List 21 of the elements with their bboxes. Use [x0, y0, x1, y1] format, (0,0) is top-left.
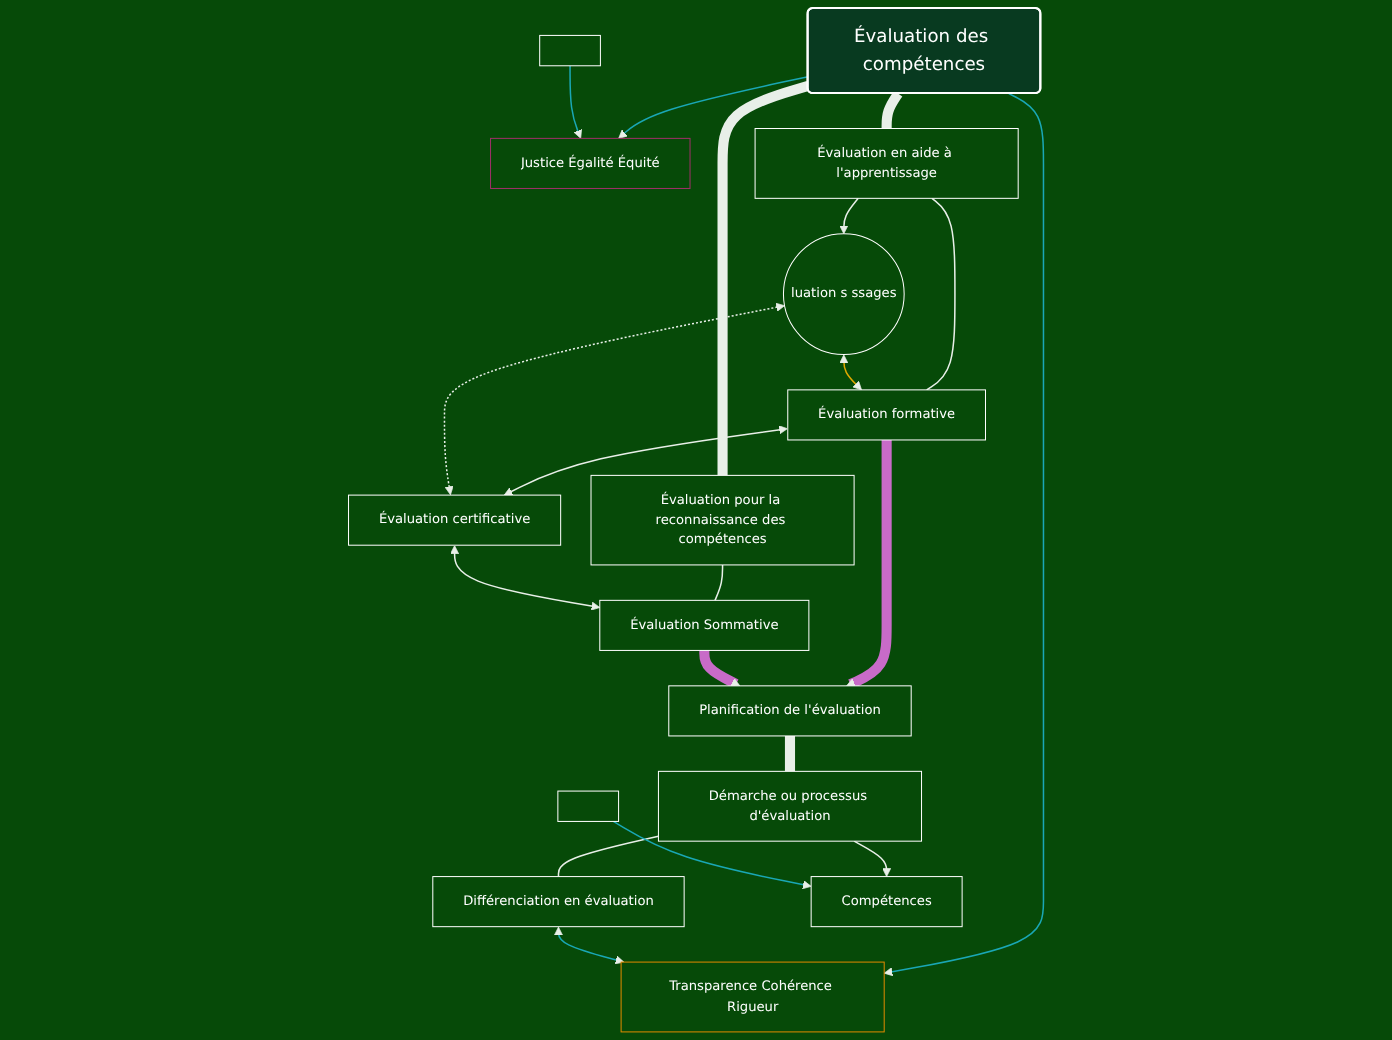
connector — [717, 81, 810, 478]
arrow — [839, 197, 859, 235]
arrow — [846, 437, 892, 689]
arrow — [612, 820, 812, 890]
arrow — [450, 545, 601, 611]
connector — [881, 90, 903, 131]
connector — [784, 733, 796, 774]
connector — [714, 564, 724, 602]
connector — [557, 835, 660, 878]
arrow — [503, 425, 788, 496]
node-box — [539, 34, 601, 67]
node-box — [557, 790, 620, 822]
arrow — [839, 354, 862, 391]
arrow — [853, 840, 892, 877]
arrow — [883, 92, 1045, 977]
arrow — [569, 65, 582, 139]
arrow — [554, 926, 625, 965]
arrow — [618, 75, 809, 139]
arrow — [699, 648, 741, 689]
arrow — [443, 302, 785, 496]
connector — [925, 197, 956, 391]
